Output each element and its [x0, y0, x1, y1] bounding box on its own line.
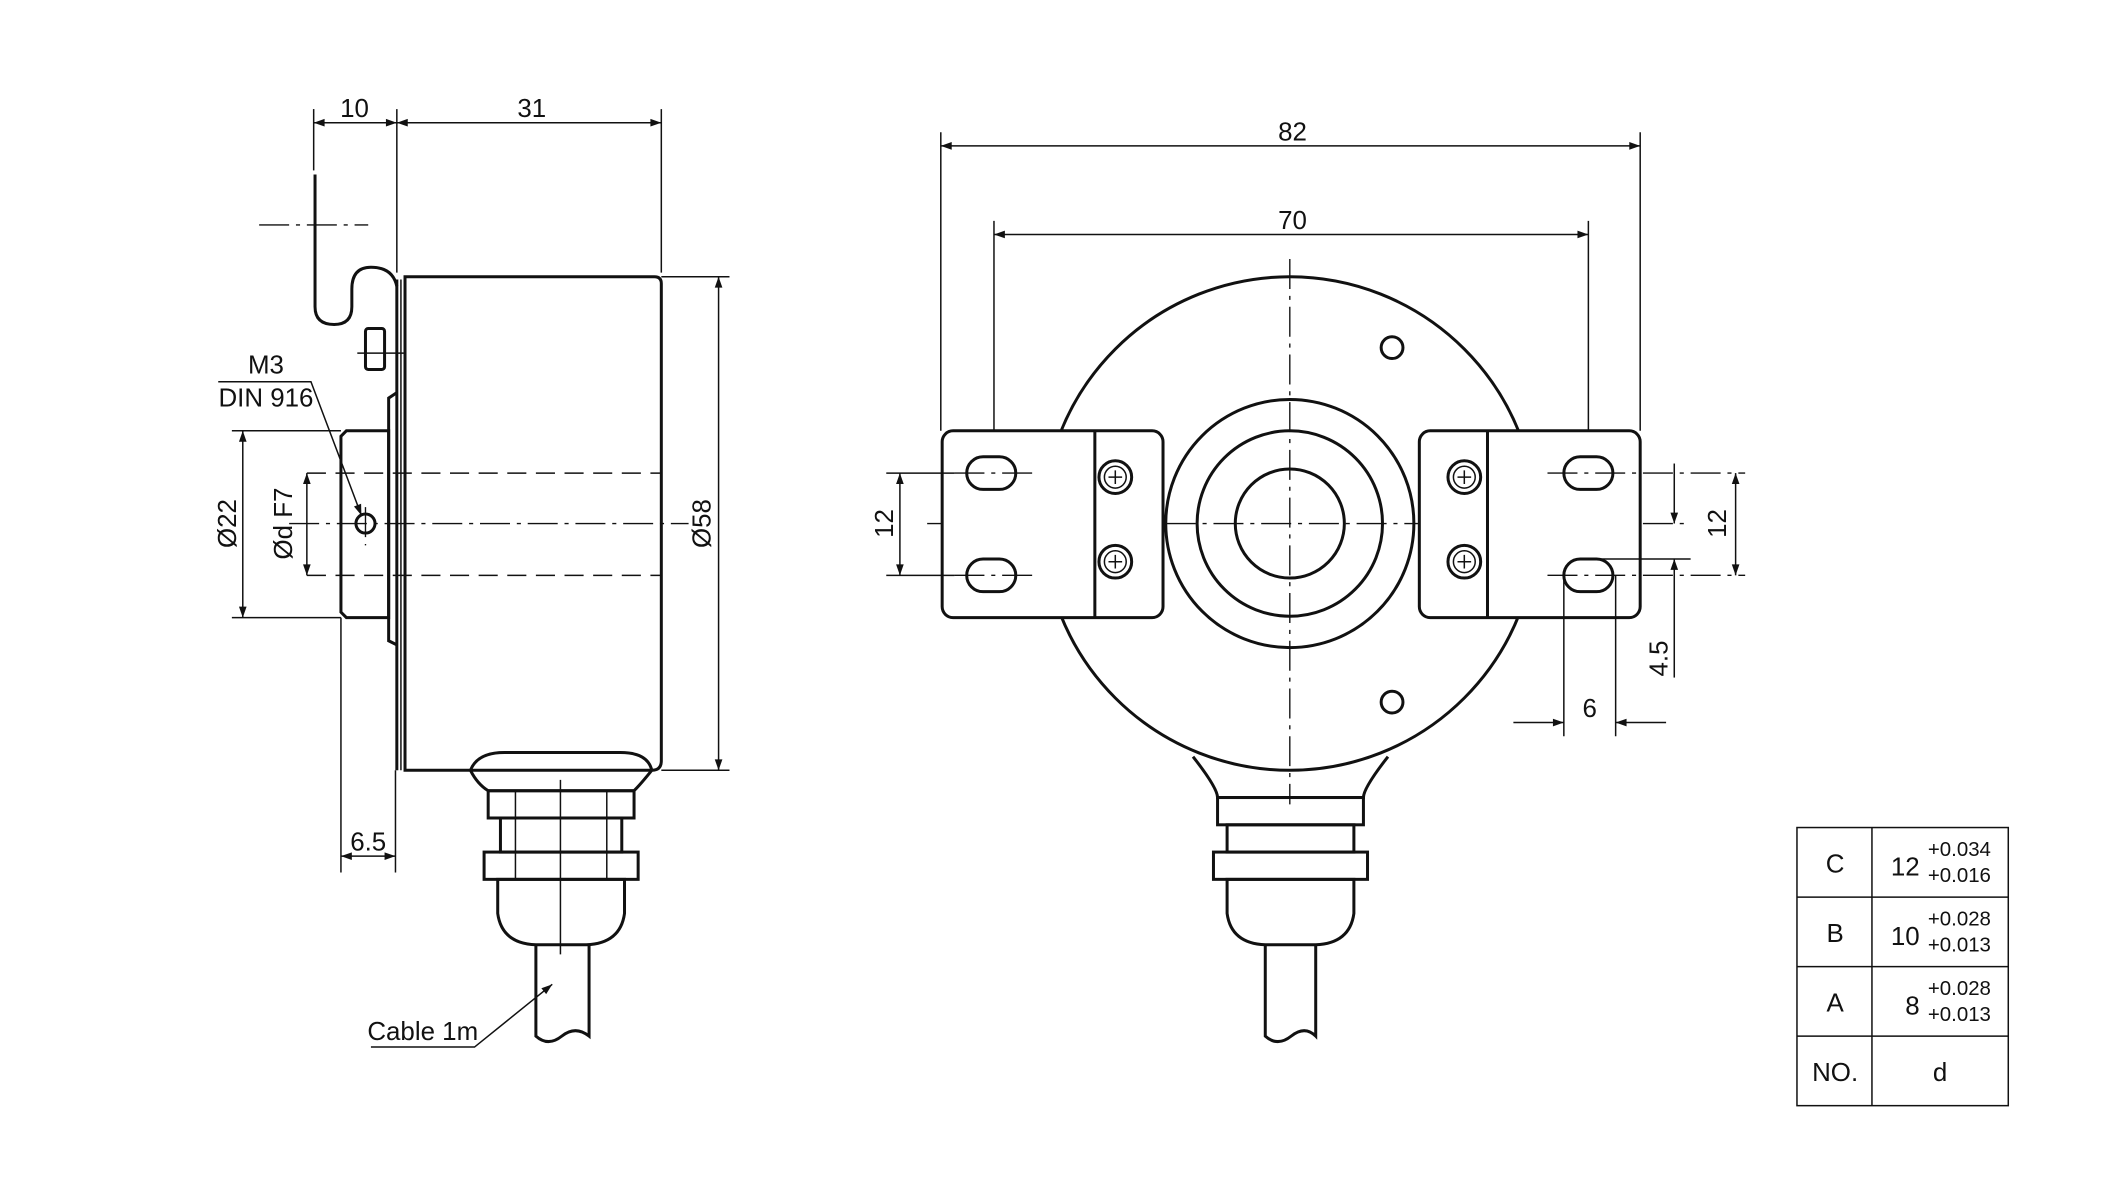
screw-label-m3: M3 [248, 352, 284, 380]
left-bracket [940, 429, 1165, 620]
tol-lower: +0.013 [1928, 934, 1991, 957]
row-d: 12 [1891, 853, 1920, 881]
dim-d58-label: Ø58 [688, 499, 716, 548]
table-row: B 10 +0.028 +0.013 [1826, 908, 1990, 957]
encoder-body [403, 275, 663, 772]
dim-12-left-label: 12 [871, 509, 899, 538]
tol-upper: +0.028 [1928, 977, 1991, 1000]
screw-label-din: DIN 916 [218, 384, 313, 412]
dim-10-label: 10 [340, 95, 369, 123]
row-no: A [1826, 990, 1844, 1018]
spring-tether [313, 174, 399, 326]
table-row: C 12 +0.034 +0.016 [1826, 838, 1991, 887]
row-d: 10 [1891, 923, 1920, 951]
dim-70-label: 70 [1278, 207, 1307, 235]
tol-upper: +0.028 [1928, 908, 1991, 931]
tol-lower: +0.013 [1928, 1003, 1991, 1026]
dim-6-label: 6 [1583, 695, 1597, 723]
tol-upper: +0.034 [1928, 838, 1991, 861]
dim-dF7-label: Ød F7 [270, 488, 298, 560]
dim-d22-label: Ø22 [214, 499, 242, 548]
dim-82-label: 82 [1278, 118, 1307, 146]
header-no: NO. [1812, 1059, 1858, 1087]
dim-12-right-label: 12 [1704, 509, 1732, 538]
row-no: B [1826, 920, 1843, 948]
table-header-row: NO. d [1812, 1059, 1947, 1087]
table-row: A 8 +0.028 +0.013 [1826, 977, 1990, 1026]
dim-6-5-label: 6.5 [350, 829, 386, 857]
set-screw [363, 327, 387, 371]
cable-gland [468, 751, 654, 955]
mount-hole [1379, 335, 1405, 361]
row-no: C [1826, 851, 1845, 879]
dim-31-label: 31 [517, 95, 546, 123]
header-d: d [1933, 1059, 1947, 1087]
right-bracket [1417, 429, 1746, 620]
cable-front [1263, 944, 1318, 1044]
bore-size-table: C 12 +0.034 +0.016 B 10 +0.028 +0.013 A … [1796, 826, 2010, 1107]
mount-hole [1379, 689, 1405, 715]
side-view: 10 31 Ø22 Ød F7 Ø58 M3 DIN 916 6.5 C [214, 95, 730, 1048]
cable [534, 944, 591, 1044]
tol-lower: +0.016 [1928, 864, 1991, 887]
row-d: 8 [1905, 992, 1919, 1020]
cable-label: Cable 1m [367, 1018, 478, 1046]
shaft-hub [339, 429, 391, 620]
front-view: 82 70 12 12 [871, 118, 1746, 1044]
dim-4-5-label: 4.5 [1645, 640, 1673, 676]
